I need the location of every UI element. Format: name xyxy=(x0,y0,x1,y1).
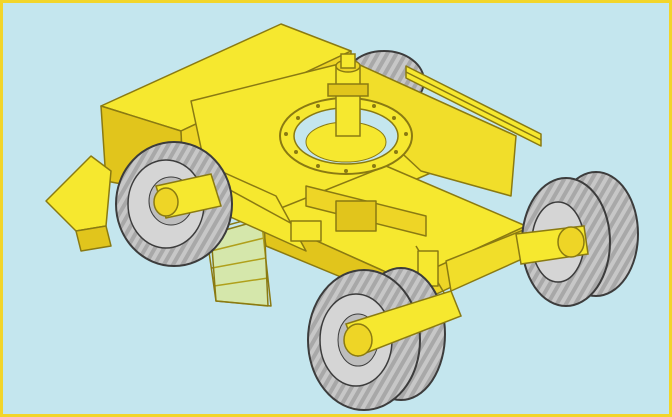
left-rear-wheel xyxy=(115,141,233,267)
front-wheels xyxy=(307,267,462,411)
right-rear-wheels xyxy=(515,171,639,307)
fifth-wheel-kingpin xyxy=(327,53,369,137)
chassis-body xyxy=(45,23,552,307)
undercarriage-illustration xyxy=(45,23,639,411)
